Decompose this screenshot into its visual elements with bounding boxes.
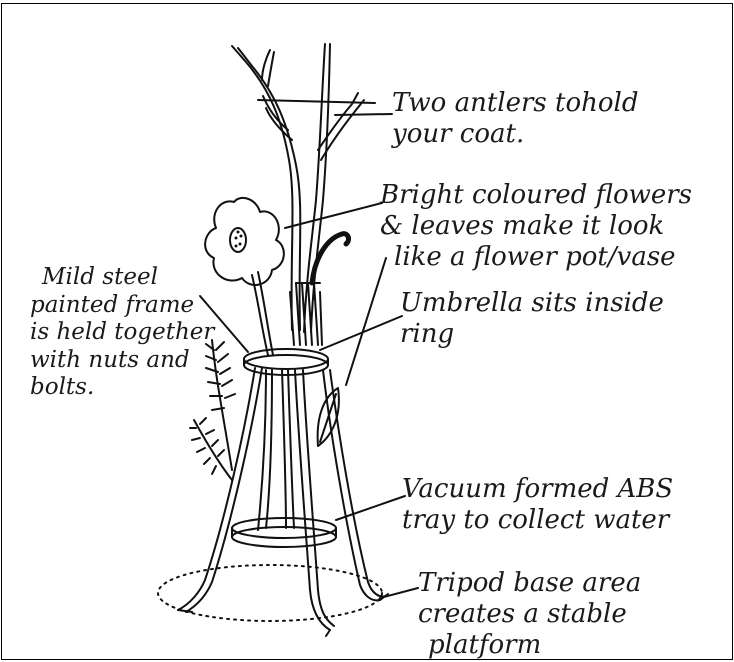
- tray-leader: [336, 496, 405, 520]
- frame-line-4: with nuts and: [30, 347, 214, 375]
- left-antler: [232, 46, 300, 330]
- frame-line-3: is held together: [30, 319, 214, 347]
- frame-line-5: bolts.: [30, 374, 214, 402]
- umbrella-line-1: Umbrella sits inside: [400, 288, 664, 319]
- flowers-annotation: Bright coloured flowers & leaves make it…: [380, 180, 692, 274]
- frame-annotation: Mild steel painted frame is held togethe…: [30, 264, 214, 402]
- tripod-line-1: Tripod base area: [418, 568, 641, 599]
- umbrella-ring: [244, 349, 328, 375]
- tray-line-1: Vacuum formed ABS: [402, 474, 673, 505]
- flowers-line-1: Bright coloured flowers: [380, 180, 692, 211]
- vase-leader: [346, 258, 386, 385]
- tripod-annotation: Tripod base area creates a stable platfo…: [418, 568, 641, 662]
- tray-line-2: tray to collect water: [402, 505, 673, 536]
- flowers-line-2: & leaves make it look: [380, 211, 692, 242]
- tripod-leader: [380, 588, 418, 598]
- inner-stems: [258, 370, 294, 530]
- antlers-annotation: Two antlers tohold your coat.: [392, 88, 638, 150]
- tripod-line-3: platform: [428, 630, 641, 661]
- antlers-line-1: Two antlers tohold: [392, 88, 638, 119]
- tripod-line-2: creates a stable: [418, 599, 641, 630]
- base-area-outline: [158, 565, 382, 621]
- umbrella-line-2: ring: [400, 319, 664, 350]
- antlers-line-2: your coat.: [392, 119, 638, 150]
- frame-line-1: Mild steel: [42, 264, 214, 292]
- tray-annotation: Vacuum formed ABS tray to collect water: [402, 474, 673, 536]
- frame-line-2: painted frame: [30, 292, 214, 320]
- abs-tray: [232, 518, 336, 547]
- flowers-line-3: like a flower pot/vase: [394, 242, 692, 273]
- umbrella-leader: [320, 316, 402, 350]
- umbrella-annotation: Umbrella sits inside ring: [400, 288, 664, 350]
- flower: [205, 198, 284, 355]
